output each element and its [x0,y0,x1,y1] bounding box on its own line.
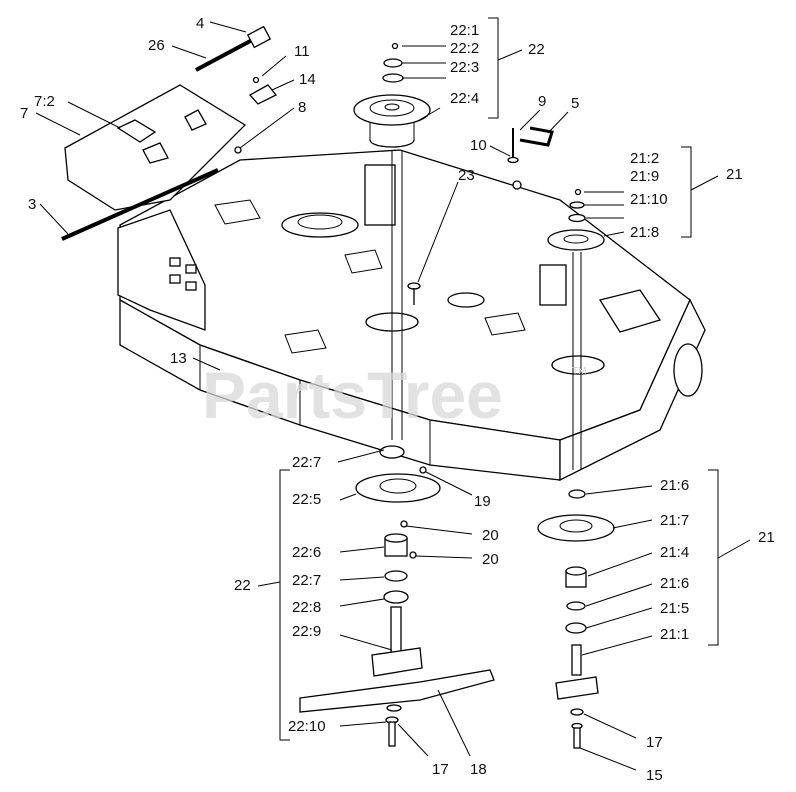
callout-15: 15 [646,767,663,784]
callout-18: 18 [470,761,487,778]
callout-22-6: 22:6 [292,544,321,561]
callout-3: 3 [28,196,36,213]
callout-13: 13 [170,350,187,367]
callout-21-4: 21:4 [660,544,689,561]
callout-4: 4 [196,15,204,32]
right-spindle-assembly [537,188,615,749]
callout-17-right: 17 [646,734,663,751]
callout-21-6-lower: 21:6 [660,575,689,592]
callout-21-1: 21:1 [660,626,689,643]
callout-21-9: 21:9 [630,168,659,185]
callout-22-9: 22:9 [292,623,321,640]
callout-21-5: 21:5 [660,600,689,617]
callout-7: 7 [20,105,28,122]
rod-3 [61,168,219,241]
callout-21-2: 21:2 [630,150,659,167]
idler-parts [507,126,554,190]
left-spindle-assembly [299,42,495,747]
callout-22-10: 22:10 [288,718,326,735]
callout-22-3: 22:3 [450,59,479,76]
mower-deck [117,149,706,482]
belt-cover [64,84,247,211]
callout-21-10: 21:10 [630,191,668,208]
callout-21-8: 21:8 [630,224,659,241]
callout-7-2: 7:2 [34,93,55,110]
callout-22-7-upper: 22:7 [292,454,321,471]
callout-11: 11 [294,43,310,60]
callout-21-group-right: 21 [758,529,775,546]
callout-21-group-top: 21 [726,166,743,183]
callout-22-5: 22:5 [292,491,321,508]
callout-5: 5 [571,95,579,112]
screw-8 [234,146,242,154]
callout-14: 14 [299,71,316,88]
callout-10: 10 [470,137,487,154]
watermark-trademark: TM [572,366,586,377]
callout-22-2: 22:2 [450,40,479,57]
callout-26: 26 [148,37,165,54]
callout-21-6-upper: 21:6 [660,477,689,494]
watermark: PartsTree [202,358,503,432]
clip-14 [248,84,278,105]
callout-21-7: 21:7 [660,512,689,529]
bolt-11 [252,76,260,84]
callout-22-8: 22:8 [292,599,321,616]
callout-22-7-lower: 22:7 [292,572,321,589]
callout-22-group-left: 22 [234,577,251,594]
callout-20-upper: 20 [482,527,499,544]
callout-19: 19 [474,493,491,510]
leader-lines [35,17,751,771]
rod-26 [195,25,272,72]
callout-17-left: 17 [432,761,449,778]
callout-22-1: 22:1 [450,22,479,39]
callout-22-group-top: 22 [528,41,545,58]
callout-8: 8 [298,99,306,116]
callout-23: 23 [458,167,475,184]
callout-9: 9 [538,93,546,110]
bolt-23 [407,282,421,305]
callout-22-4: 22:4 [450,90,479,107]
callout-20-lower: 20 [482,551,499,568]
